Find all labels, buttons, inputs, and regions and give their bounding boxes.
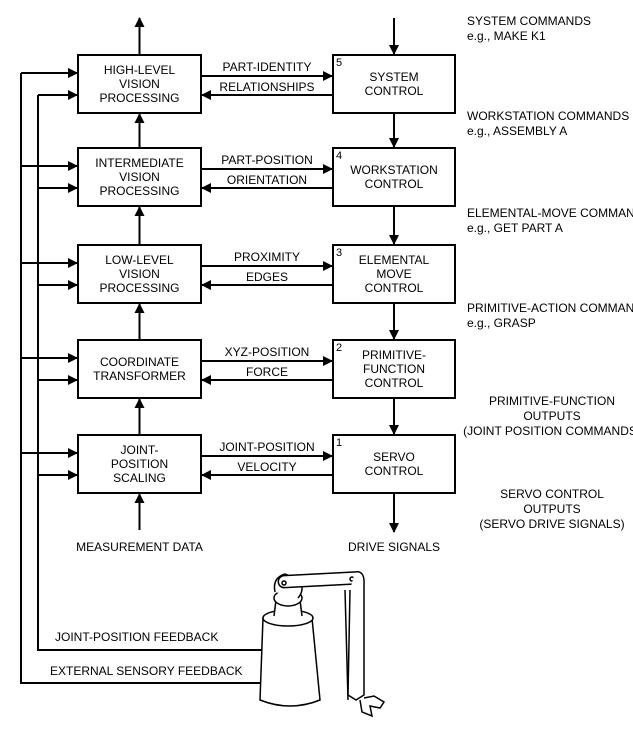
command-label: PRIMITIVE-ACTION COMMANDS <box>467 301 633 315</box>
left-box-label: TRANSFORMER <box>93 369 186 383</box>
external-sensory-feedback-line <box>20 73 262 684</box>
back-link-label: VELOCITY <box>237 460 296 474</box>
back-link-label: EDGES <box>246 270 288 284</box>
left-box <box>77 434 202 494</box>
forward-link-label: PART-POSITION <box>221 153 313 167</box>
output-label: OUTPUTS <box>523 502 580 516</box>
measurement-data-label: MEASUREMENT DATA <box>76 540 203 554</box>
right-box-label: CONTROL <box>365 464 424 478</box>
output-label: PRIMITIVE-FUNCTION <box>489 394 615 408</box>
right-box-label: SYSTEM <box>369 70 418 84</box>
command-label: WORKSTATION COMMANDS <box>467 109 629 123</box>
left-box-label: LOW-LEVEL <box>105 253 174 267</box>
right-box-label: SERVO <box>373 450 415 464</box>
output-label: (SERVO DRIVE SIGNALS) <box>479 517 624 531</box>
command-label: e.g., ASSEMBLY A <box>467 124 567 138</box>
right-box <box>332 434 456 494</box>
level-number: 5 <box>336 57 342 69</box>
command-label: ELEMENTAL-MOVE COMMANDS <box>467 206 633 220</box>
level-number: 1 <box>336 437 342 449</box>
joint-position-feedback-line <box>37 95 262 651</box>
right-box-label: CONTROL <box>365 376 424 390</box>
level-number: 3 <box>336 247 342 259</box>
left-box <box>77 244 202 304</box>
left-box-label: PROCESSING <box>99 184 179 198</box>
external-sensory-feedback-label: EXTERNAL SENSORY FEEDBACK <box>50 664 243 678</box>
output-label: OUTPUTS <box>523 409 580 423</box>
right-box-label: CONTROL <box>365 281 424 295</box>
right-box-label: CONTROL <box>365 177 424 191</box>
left-box-label: JOINT- <box>121 443 159 457</box>
left-box-label: VISION <box>119 170 160 184</box>
right-box <box>332 244 456 304</box>
left-box-label: INTERMEDIATE <box>95 156 183 170</box>
right-box-label: WORKSTATION <box>350 163 438 177</box>
right-box <box>332 147 456 207</box>
right-box-label: ELEMENTAL <box>359 253 430 267</box>
command-label: SYSTEM COMMANDS <box>467 14 591 28</box>
forward-link-label: XYZ-POSITION <box>225 345 310 359</box>
left-box-label: VISION <box>119 267 160 281</box>
left-box <box>77 147 202 207</box>
forward-link-label: PROXIMITY <box>234 250 300 264</box>
left-box-label: POSITION <box>111 457 168 471</box>
level-number: 2 <box>336 342 342 354</box>
robot-arm-icon <box>259 571 386 718</box>
connectors <box>20 17 399 684</box>
forward-link-label: PART-IDENTITY <box>223 60 312 74</box>
right-box <box>332 54 456 114</box>
right-box-label: FUNCTION <box>363 362 425 376</box>
command-label: e.g., GRASP <box>467 316 536 330</box>
right-box <box>332 339 456 399</box>
right-box-label: MOVE <box>376 267 411 281</box>
back-link-label: ORIENTATION <box>227 173 307 187</box>
joint-position-feedback-label: JOINT-POSITION FEEDBACK <box>55 630 218 644</box>
back-link-label: RELATIONSHIPS <box>219 80 314 94</box>
output-label: (JOINT POSITION COMMANDS) <box>463 424 633 438</box>
drive-signals-label: DRIVE SIGNALS <box>348 540 440 554</box>
right-box-label: PRIMITIVE- <box>362 348 426 362</box>
output-label: SERVO CONTROL <box>500 487 604 501</box>
left-box-label: PROCESSING <box>99 281 179 295</box>
left-box-label: VISION <box>119 77 160 91</box>
left-box-label: SCALING <box>113 471 166 485</box>
left-box <box>77 54 202 114</box>
left-box-label: PROCESSING <box>99 91 179 105</box>
left-box-label: HIGH-LEVEL <box>104 63 176 77</box>
right-box-label: CONTROL <box>365 84 424 98</box>
level-number: 4 <box>336 150 342 162</box>
left-box-label: COORDINATE <box>100 355 179 369</box>
forward-link-label: JOINT-POSITION <box>219 440 314 454</box>
command-label: e.g., MAKE K1 <box>467 29 546 43</box>
back-link-label: FORCE <box>246 365 288 379</box>
left-box <box>77 339 202 399</box>
command-label: e.g., GET PART A <box>467 221 563 235</box>
